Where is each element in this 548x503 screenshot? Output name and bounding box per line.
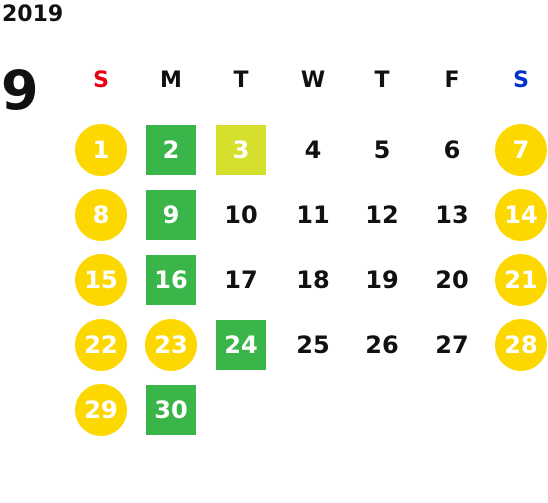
day-30[interactable]: 30 [146,385,196,435]
day-17[interactable]: 17 [224,266,258,294]
weekday-sun: S [93,68,109,93]
day-23[interactable]: 23 [145,319,197,371]
day-27[interactable]: 27 [435,331,469,359]
day-10[interactable]: 10 [224,201,258,229]
day-1[interactable]: 1 [75,124,127,176]
day-2[interactable]: 2 [146,125,196,175]
day-25[interactable]: 25 [296,331,330,359]
year-label: 2019 [2,2,64,27]
month-number: 9 [1,59,39,122]
day-3[interactable]: 3 [216,125,266,175]
weekday-fri: F [444,68,460,93]
day-15[interactable]: 15 [75,254,127,306]
day-26[interactable]: 26 [365,331,399,359]
day-9[interactable]: 9 [146,190,196,240]
day-18[interactable]: 18 [296,266,330,294]
day-28[interactable]: 28 [495,319,547,371]
day-11[interactable]: 11 [296,201,330,229]
day-21[interactable]: 21 [495,254,547,306]
day-5[interactable]: 5 [373,136,391,164]
day-20[interactable]: 20 [435,266,469,294]
day-4[interactable]: 4 [304,136,322,164]
day-14[interactable]: 14 [495,189,547,241]
weekday-sat: S [513,68,529,93]
day-19[interactable]: 19 [365,266,399,294]
weekday-tue: T [233,68,249,93]
day-8[interactable]: 8 [75,189,127,241]
day-6[interactable]: 6 [443,136,461,164]
day-7[interactable]: 7 [495,124,547,176]
day-13[interactable]: 13 [435,201,469,229]
weekday-wed: W [300,68,326,93]
day-29[interactable]: 29 [75,384,127,436]
day-22[interactable]: 22 [75,319,127,371]
weekday-thu: T [374,68,390,93]
weekday-mon: M [160,68,182,93]
day-24[interactable]: 24 [216,320,266,370]
day-16[interactable]: 16 [146,255,196,305]
day-12[interactable]: 12 [365,201,399,229]
